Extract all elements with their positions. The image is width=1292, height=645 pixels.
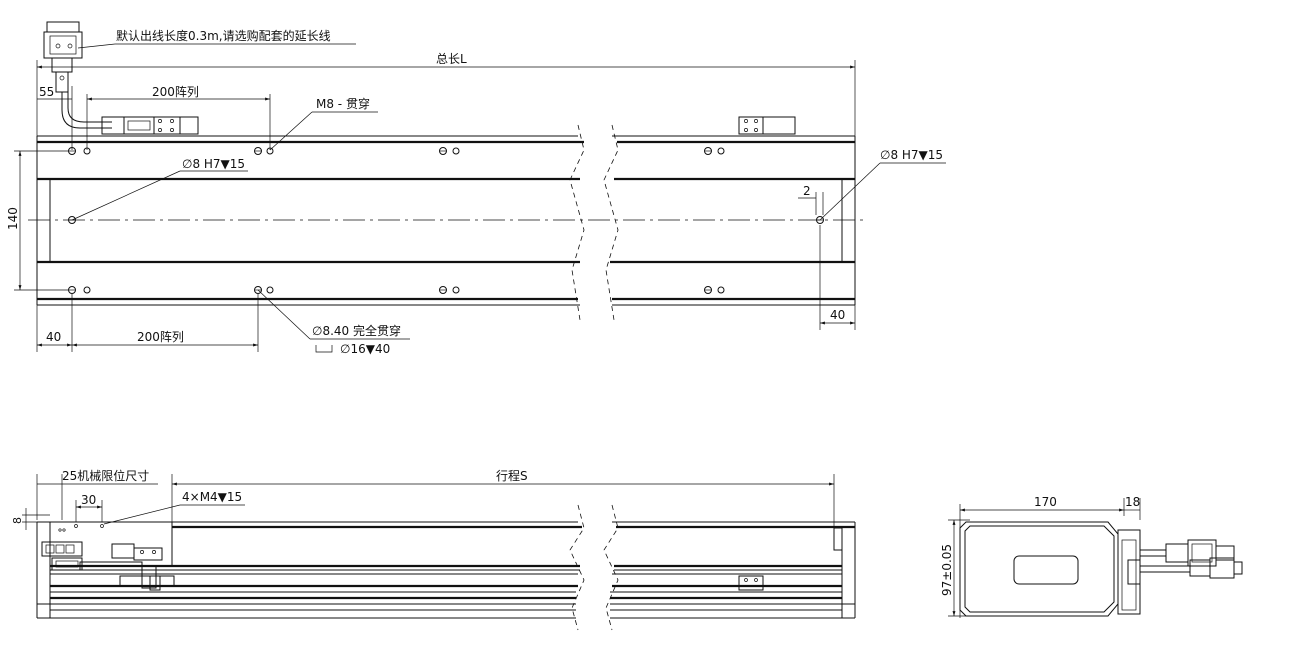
cable-connector	[43, 21, 199, 135]
carriage	[41, 521, 175, 591]
counterbore-label: ∅16▼40	[340, 342, 390, 356]
end-connectors	[1140, 539, 1243, 579]
holes-bottom-row	[68, 286, 725, 294]
m8-through-label: M8 - 贯穿	[316, 96, 370, 111]
hole-h7-left-label: ∅8 H7▼15	[182, 157, 245, 171]
clamp-side-right	[738, 575, 764, 591]
side-view: 行程S 25机械限位尺寸 30 4×M4▼15 8	[11, 468, 856, 631]
cable-clamp-right	[738, 116, 796, 135]
rail-body-top-right	[610, 135, 856, 306]
stroke-label: 行程S	[496, 468, 528, 483]
dim-40-right-label: 40	[830, 308, 845, 322]
dim-2-label: 2	[803, 184, 811, 198]
top-view: 默认出线长度0.3m,请选购配套的延长线 总长L 55 200阵列 M8 - 贯…	[6, 21, 946, 356]
array-200-bottom-label: 200阵列	[137, 330, 184, 344]
side-break-left	[569, 504, 585, 631]
dim-30-label: 30	[81, 493, 96, 507]
holes-top-row	[68, 147, 725, 155]
end-housing	[959, 521, 1141, 617]
cable-length-note: 默认出线长度0.3m,请选购配套的延长线	[116, 28, 331, 43]
height-140-label: 140	[6, 207, 20, 230]
height-97-label: 97±0.05	[940, 544, 954, 596]
break-line-right	[603, 124, 619, 321]
dim-8-label: 8	[11, 517, 24, 524]
offset-55-label: 55	[39, 85, 54, 99]
dim-40-left-label: 40	[46, 330, 61, 344]
dim-18-label: 18	[1125, 495, 1140, 509]
through-hole-label: ∅8.40 完全贯穿	[312, 323, 401, 338]
total-length-label: 总长L	[436, 52, 467, 66]
limit-dim-label: 25机械限位尺寸	[62, 468, 149, 483]
array-200-top-label: 200阵列	[152, 85, 199, 99]
hole-h7-right-label: ∅8 H7▼15	[880, 148, 943, 162]
width-170-label: 170	[1034, 495, 1057, 509]
rail-side-right	[610, 521, 856, 619]
end-view: 170 18 97±0.05	[940, 495, 1243, 618]
break-line-left	[569, 124, 585, 321]
m4-holes-label: 4×M4▼15	[182, 490, 242, 504]
rail-body-top-left	[36, 135, 584, 306]
side-break-right	[603, 504, 619, 631]
